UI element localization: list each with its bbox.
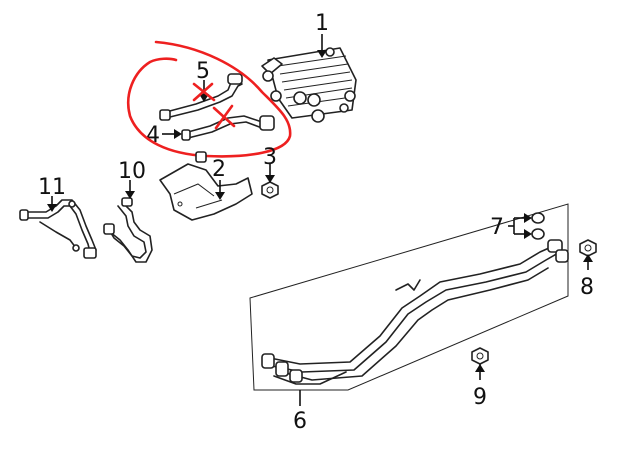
red-x-mark-lower: [212, 104, 236, 130]
callout-3: 3: [263, 145, 277, 170]
callout-5: 5: [196, 59, 210, 84]
tube-part-11: [19, 199, 97, 259]
callout-9: 9: [473, 385, 487, 410]
arrow-1: [317, 50, 327, 58]
callout-4: 4: [146, 123, 160, 148]
arrow-5: [199, 94, 209, 102]
tube-part-10: [103, 197, 153, 263]
callout-6: 6: [293, 409, 307, 434]
arrow-7-bottom: [524, 229, 532, 239]
assembly-box: [249, 203, 569, 391]
red-circle-annotation: [126, 40, 292, 158]
arrow-2: [215, 192, 225, 200]
callout-2: 2: [212, 157, 226, 182]
callout-10: 10: [118, 159, 146, 184]
bracket-part-2: [159, 151, 253, 221]
arrow-3: [265, 175, 275, 183]
o-rings-part-7: [531, 212, 545, 240]
red-x-mark-upper: [192, 82, 216, 102]
arrow-7-top: [524, 213, 532, 223]
hose-part-5: [159, 73, 243, 121]
hose-part-4: [181, 115, 275, 141]
callout-11: 11: [38, 175, 66, 200]
bolt-part-3: [261, 181, 279, 199]
callout-8: 8: [580, 275, 594, 300]
arrow-11: [47, 204, 57, 212]
arrow-9: [475, 364, 485, 372]
oil-cooler-part-1: [261, 47, 357, 123]
callout-7: 7: [490, 215, 504, 240]
callout-1: 1: [315, 11, 329, 36]
arrow-8: [583, 254, 593, 262]
arrow-4: [174, 129, 182, 139]
bolt-part-8: [579, 239, 597, 257]
tube-assembly-part-6: [249, 203, 569, 391]
arrow-10: [125, 191, 135, 199]
bolt-part-9: [471, 347, 489, 365]
